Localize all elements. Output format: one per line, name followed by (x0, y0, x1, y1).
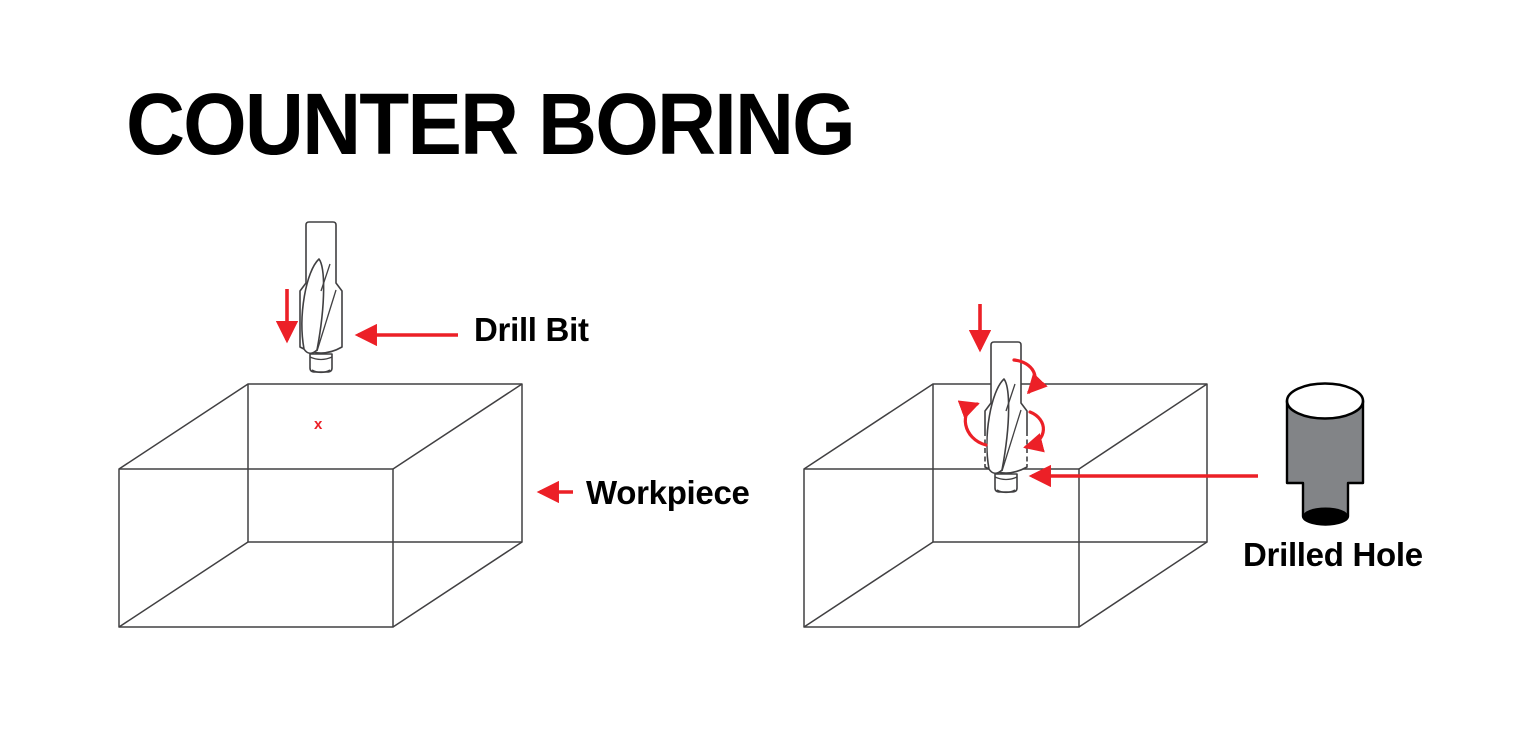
hidden-edge-dashes (984, 431, 1028, 464)
hole-top-opening (1285, 382, 1365, 420)
rotation-arrow-icon-right (1023, 410, 1045, 453)
drill-point-mark: x (314, 416, 323, 433)
rotation-arrow-icon-top (1012, 358, 1048, 395)
drill-bit-label: Drill Bit (474, 311, 589, 348)
page-title: COUNTER BORING (126, 76, 856, 173)
hole-bottom-opening (1303, 507, 1348, 525)
workpiece-label: Workpiece (586, 474, 750, 511)
rotation-arrow-icon-left (957, 400, 988, 447)
workpiece-box-left (118, 383, 523, 628)
drill-bit-left (299, 221, 343, 374)
drill-bit-right (983, 341, 1029, 494)
drilled-hole-label: Drilled Hole (1243, 536, 1423, 573)
drilled-hole-figure (1285, 382, 1365, 526)
